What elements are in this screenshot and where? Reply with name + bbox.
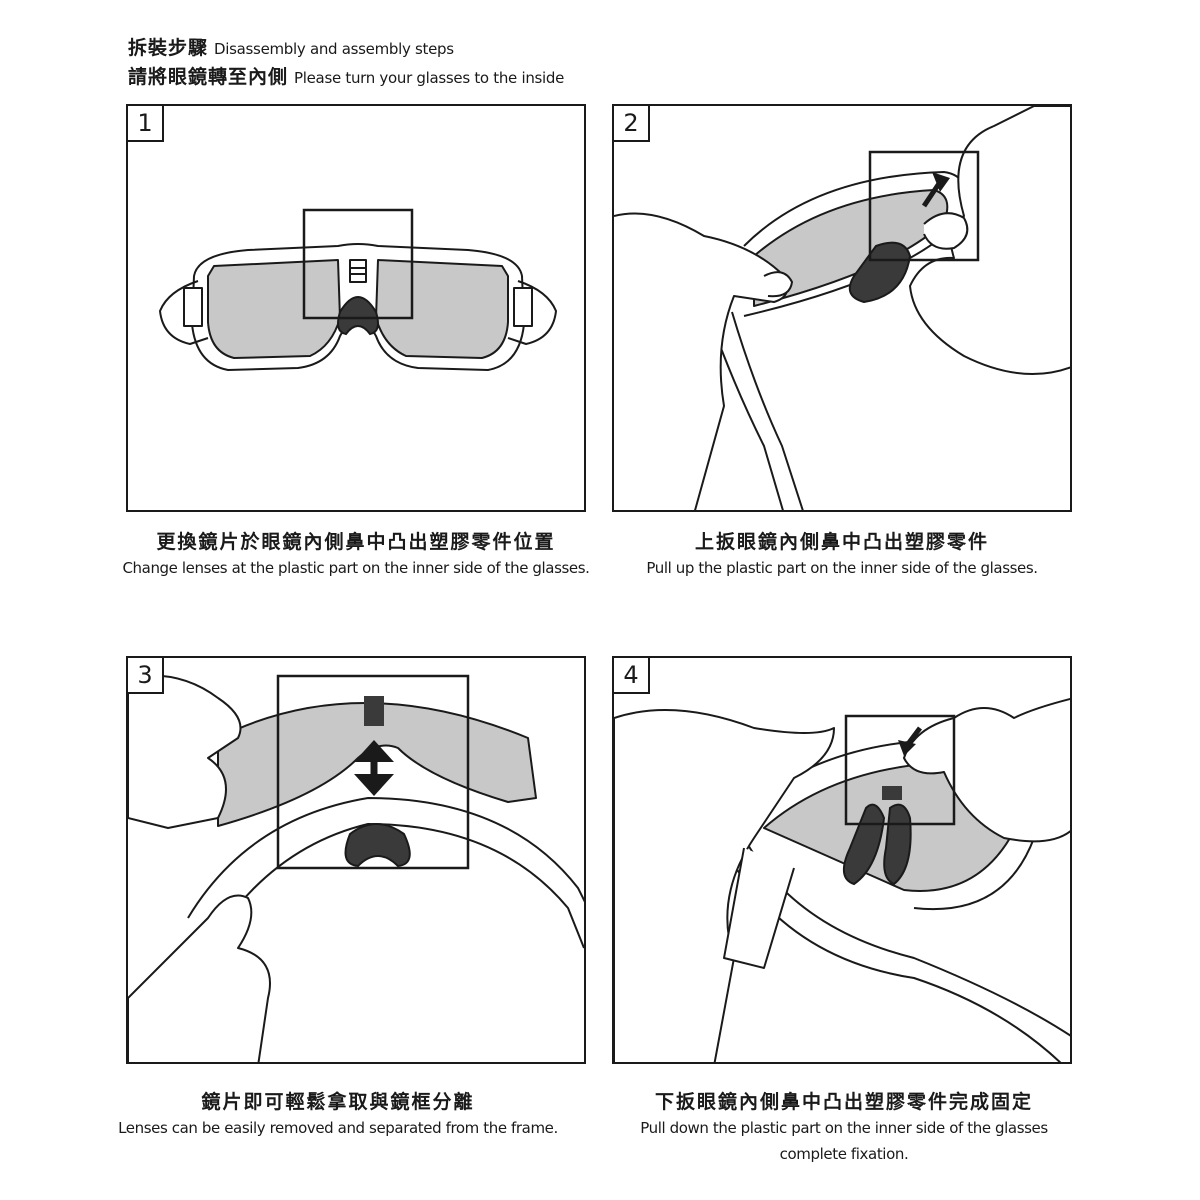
glasses-front-illustration: [159, 208, 557, 371]
caption-zh: 下扳眼鏡內側鼻中凸出塑膠零件完成固定: [654, 1091, 1033, 1113]
pull-down-illustration: [614, 697, 1070, 1062]
caption-en-line-2: complete fixation.: [779, 1145, 909, 1163]
header-instruction-zh: 請將眼鏡轉至內側: [128, 66, 289, 88]
pull-up-illustration: [614, 106, 1070, 510]
lens-removal-illustration: [128, 674, 584, 1062]
caption-en: Pull down the plastic part on the inner …: [640, 1119, 1048, 1137]
header-title-zh: 拆裝步驟: [128, 37, 209, 59]
step-number: 3: [128, 658, 164, 694]
arrow-down-icon: [898, 726, 922, 756]
step-number: 4: [614, 658, 650, 694]
page-header: 拆裝步驟 Disassembly and assembly steps 請將眼鏡轉…: [128, 34, 564, 92]
caption-en: Pull up the plastic part on the inner si…: [646, 559, 1038, 577]
step-1-caption: 更換鏡片於眼鏡內側鼻中凸出塑膠零件位置 Change lenses at the…: [116, 528, 596, 580]
header-instruction-en: Please turn your glasses to the inside: [294, 69, 565, 87]
double-arrow-icon: [354, 740, 394, 796]
caption-en: Lenses can be easily removed and separat…: [118, 1119, 558, 1137]
arrow-up-icon: [921, 172, 950, 208]
caption-zh: 更換鏡片於眼鏡內側鼻中凸出塑膠零件位置: [156, 531, 556, 553]
step-4-panel: 4: [612, 656, 1072, 1064]
step-2-caption: 上扳眼鏡內側鼻中凸出塑膠零件 Pull up the plastic part …: [602, 528, 1082, 580]
step-2-panel: 2: [612, 104, 1072, 512]
header-title-en: Disassembly and assembly steps: [214, 40, 454, 58]
step-1-panel: 1: [126, 104, 586, 512]
step-3-panel: 3: [126, 656, 586, 1064]
step-number: 2: [614, 106, 650, 142]
step-3-caption: 鏡片即可輕鬆拿取與鏡框分離 Lenses can be easily remov…: [98, 1088, 578, 1140]
header-line-1: 拆裝步驟 Disassembly and assembly steps: [128, 34, 564, 63]
header-line-2: 請將眼鏡轉至內側 Please turn your glasses to the …: [128, 63, 564, 92]
caption-zh: 鏡片即可輕鬆拿取與鏡框分離: [201, 1091, 475, 1113]
step-number: 1: [128, 106, 164, 142]
caption-en: Change lenses at the plastic part on the…: [122, 559, 590, 577]
caption-zh: 上扳眼鏡內側鼻中凸出塑膠零件: [694, 531, 989, 553]
step-4-caption: 下扳眼鏡內側鼻中凸出塑膠零件完成固定 Pull down the plastic…: [604, 1088, 1084, 1166]
